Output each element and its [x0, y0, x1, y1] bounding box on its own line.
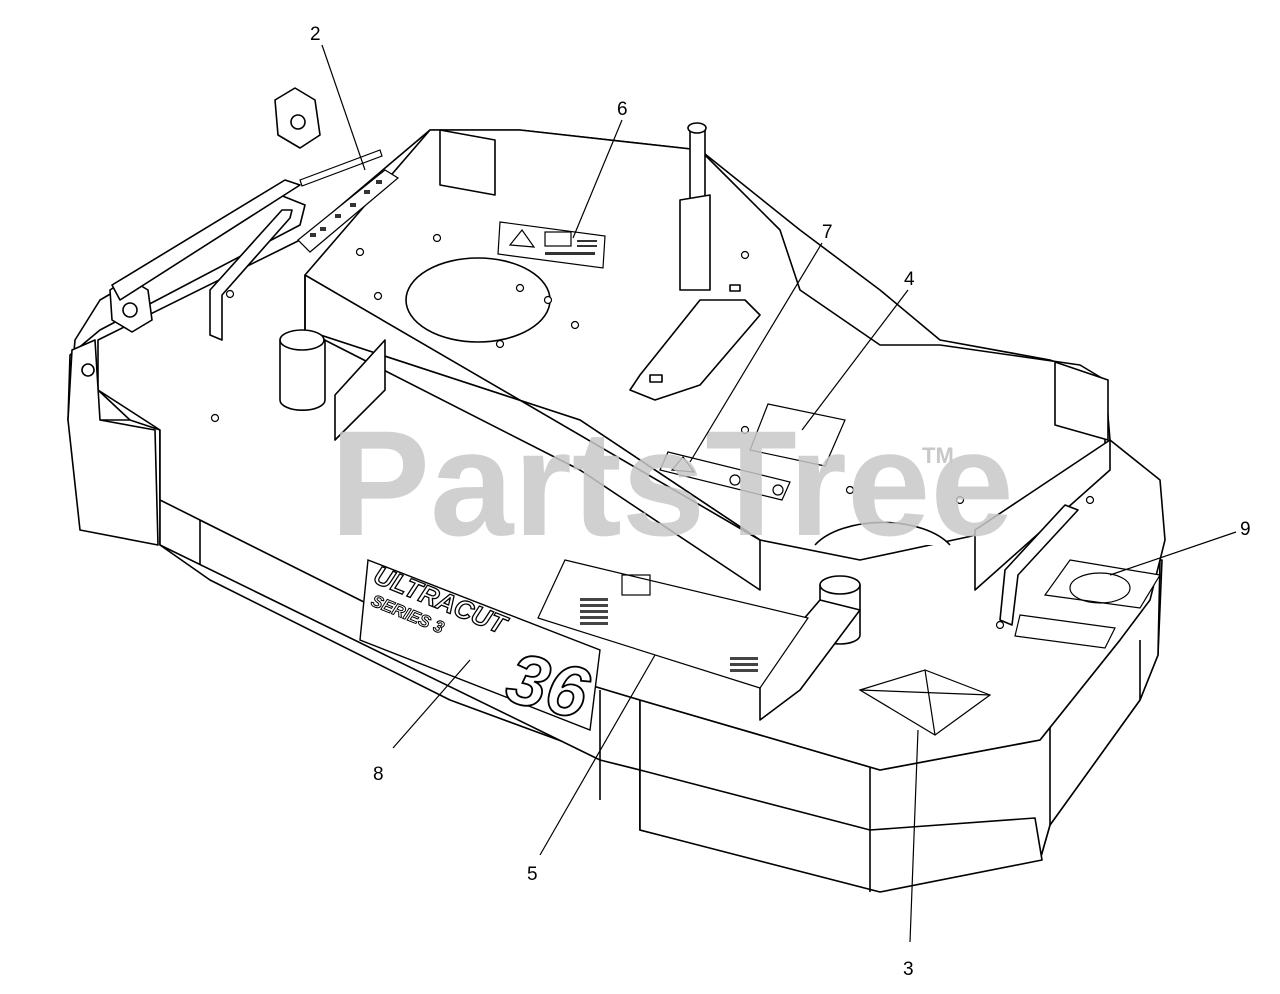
callout-6: 6: [617, 99, 628, 120]
left-arm-rod: [111, 179, 301, 301]
leader-line-5: [539, 654, 656, 856]
left-arm-rod: [209, 209, 293, 341]
left-post-top: [279, 329, 325, 351]
left-vertical-tab: [334, 339, 386, 441]
callout-4: 4: [904, 269, 915, 290]
idler-post-top: [687, 122, 707, 134]
decal-diamond: [858, 669, 992, 736]
belt-cover-side: [304, 274, 761, 591]
plate-edge: [304, 274, 761, 541]
leader-line-6: [572, 119, 623, 239]
leader-line-3: [909, 729, 919, 943]
right-handle: [999, 504, 1079, 626]
left-vertical-tab: [439, 129, 496, 196]
left-pin-hole: [290, 114, 306, 130]
right-vertical-tab: [1054, 361, 1109, 441]
left-front-bracket: [67, 339, 159, 546]
callout-8: 8: [373, 764, 384, 785]
left-post: [279, 339, 326, 412]
spindle-opening-right: [814, 521, 951, 546]
right-tab-face: [974, 439, 1111, 591]
watermark-text: PartsTree: [330, 399, 1014, 567]
mounting-holes: [210, 233, 1095, 630]
idler-slot: [649, 374, 663, 383]
leader-line-7: [689, 242, 823, 463]
leader-line-4: [801, 289, 909, 431]
idler-slot: [729, 284, 741, 292]
idler-bracket: [679, 194, 711, 291]
spindle-opening: [405, 257, 551, 343]
watermark: PartsTree TM: [330, 399, 1014, 567]
front-right-tab: [759, 599, 861, 721]
callout-9: 9: [1240, 519, 1251, 540]
watermark-tm: TM: [922, 443, 954, 468]
decal-pulley-warning: [1014, 559, 1161, 649]
bracket-hole: [81, 363, 95, 377]
decal-warning-top: [497, 221, 606, 269]
callout-3: 3: [903, 959, 914, 980]
decal-info-large: [537, 559, 809, 689]
callouts: 2 6 7 4 9 8 5 3: [310, 24, 1251, 980]
left-pin-hole: [122, 302, 138, 318]
leader-line-2: [321, 44, 366, 171]
callout-7: 7: [822, 222, 833, 243]
badge-size: 36: [499, 638, 597, 735]
leader-line-9: [1109, 531, 1237, 576]
center-post-top: [819, 575, 861, 595]
leader-lines: [321, 44, 1237, 943]
leader-line-8: [392, 659, 471, 749]
decal-blank-right: [749, 403, 846, 467]
callout-2: 2: [310, 24, 321, 45]
decal-hand-warning: [659, 451, 791, 501]
callout-5: 5: [527, 864, 538, 885]
